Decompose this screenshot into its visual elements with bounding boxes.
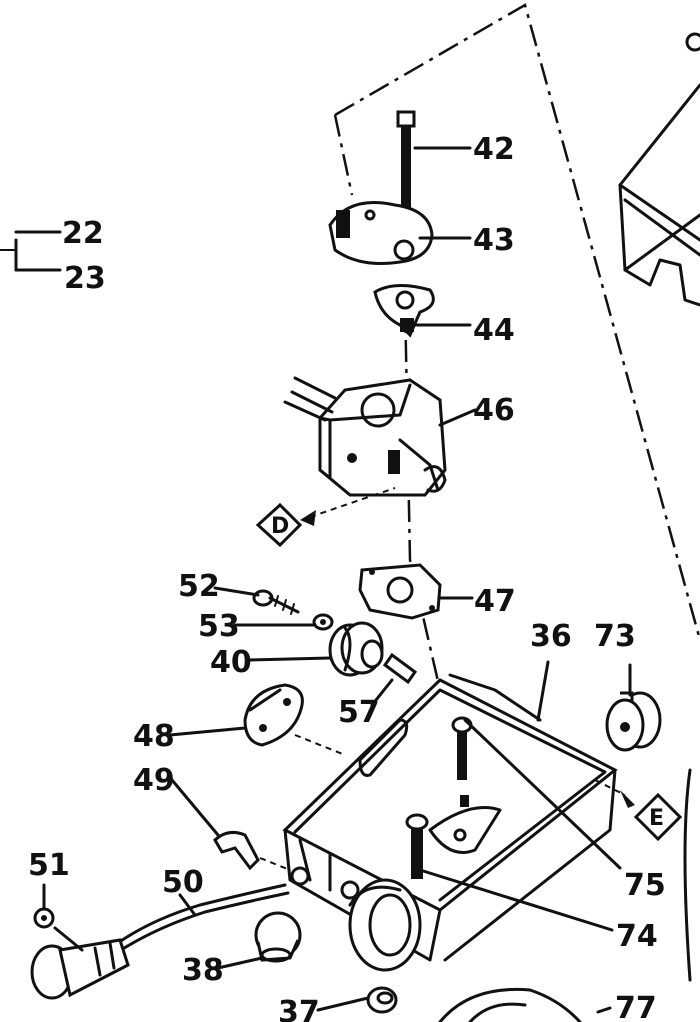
screw-74 [405, 813, 429, 879]
cap-38 [254, 911, 302, 963]
callout-48: 48 [133, 719, 175, 754]
bracket-49 [213, 830, 260, 871]
callout-74: 74 [616, 919, 658, 954]
callout-22: 22 [62, 216, 104, 251]
leader-lines [0, 146, 632, 1014]
spacer-40 [328, 621, 384, 677]
callout-40: 40 [210, 645, 252, 680]
cable-50 [113, 883, 290, 954]
mount-73 [605, 691, 662, 752]
nut-51 [33, 907, 55, 929]
knob-assembly [30, 938, 130, 1000]
screw-52 [252, 589, 300, 615]
callout-57: 57 [338, 695, 380, 730]
grommet-37 [366, 986, 398, 1014]
gasket-47 [358, 563, 442, 620]
plate-43 [328, 201, 434, 265]
lower-partial [438, 768, 692, 1022]
marker-d-label: D [271, 514, 289, 539]
callout-23: 23 [64, 261, 106, 296]
callout-36: 36 [530, 619, 572, 654]
carburetor-46 [283, 376, 447, 497]
callout-46: 46 [473, 393, 515, 428]
callout-37: 37 [278, 995, 320, 1022]
callout-43: 43 [473, 223, 515, 258]
callout-51: 51 [28, 848, 70, 883]
marker-e-label: E [649, 806, 664, 831]
callout-labels: 22 23 42 43 44 46 47 52 53 40 57 36 73 4… [28, 132, 666, 1022]
washer-53 [312, 613, 334, 631]
marker-d: D [255, 487, 396, 548]
callout-75: 75 [624, 868, 666, 903]
callout-53: 53 [198, 609, 240, 644]
marker-e: E [594, 779, 683, 842]
callout-44: 44 [473, 313, 515, 348]
upper-housing-part [618, 32, 700, 307]
ring-part [348, 878, 422, 972]
callout-49: 49 [133, 763, 175, 798]
callout-77: 77 [615, 991, 657, 1022]
callout-38: 38 [182, 953, 224, 988]
callout-47: 47 [474, 584, 516, 619]
callout-73: 73 [594, 619, 636, 654]
pin-57 [382, 652, 418, 685]
callout-42: 42 [473, 132, 515, 167]
callout-50: 50 [162, 865, 204, 900]
gasket-44 [373, 284, 435, 338]
callout-52: 52 [178, 569, 220, 604]
plate-48 [243, 683, 304, 747]
